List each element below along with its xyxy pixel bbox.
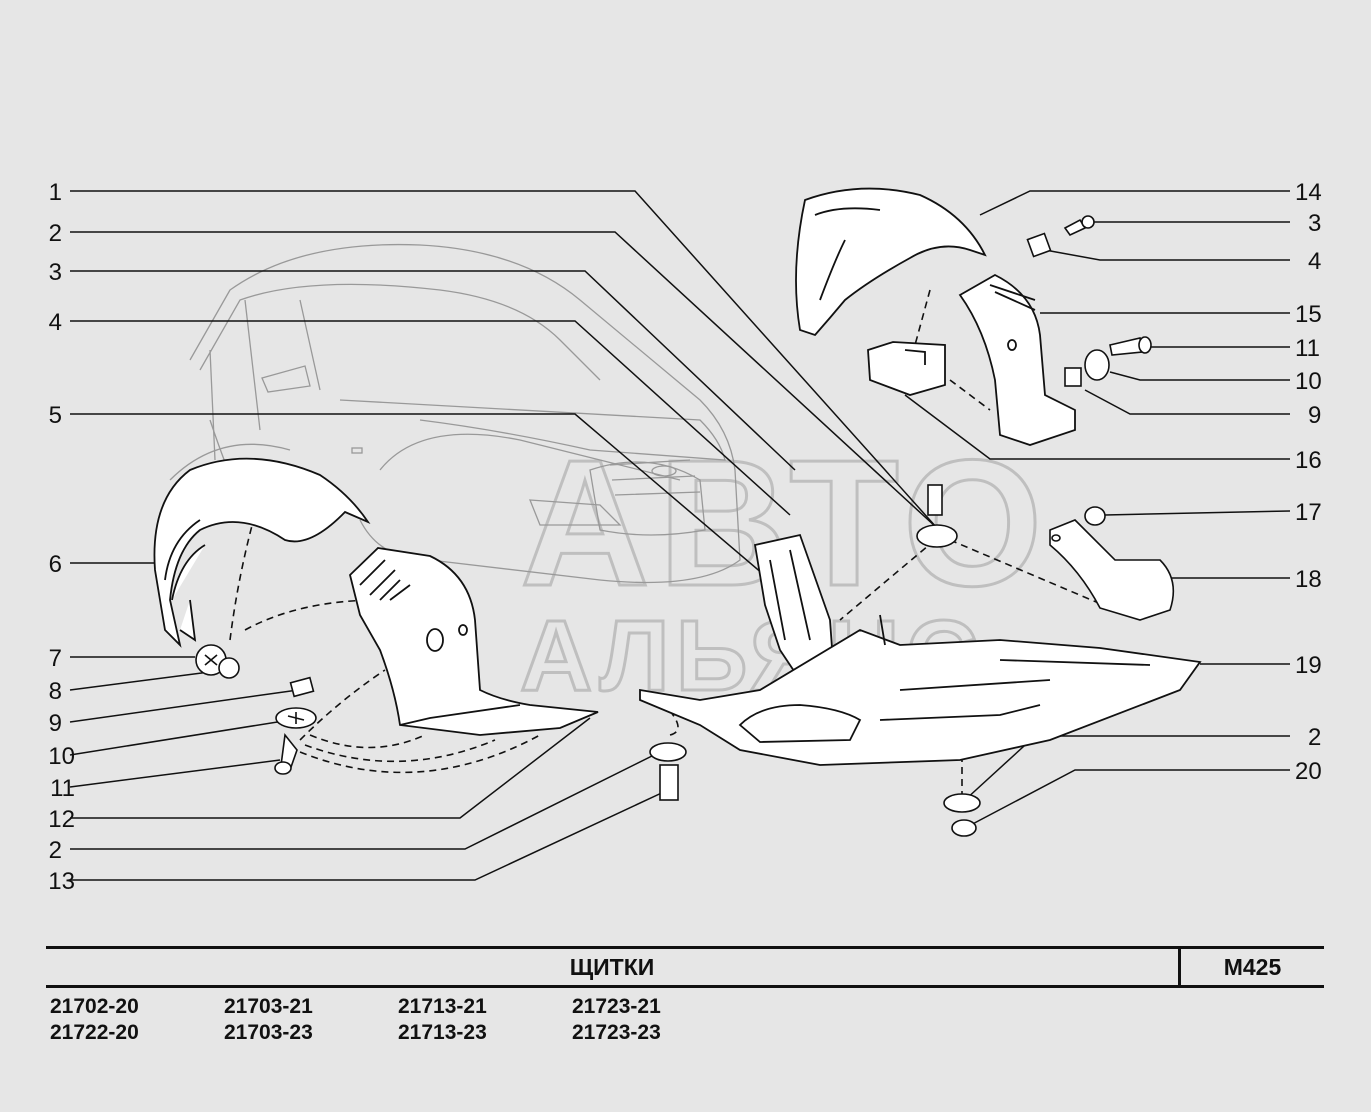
model-code: 21702-20 — [50, 995, 139, 1018]
callout-10: 10 — [48, 743, 75, 770]
callout-3b: 3 — [1308, 210, 1321, 237]
callout-15: 15 — [1295, 301, 1322, 328]
callout-14: 14 — [1295, 179, 1322, 206]
callout-9b: 9 — [1308, 402, 1321, 429]
title-block: ЩИТКИ М425 21702-20 21703-21 21713-21 21… — [46, 946, 1324, 1046]
model-list: 21702-20 21703-21 21713-21 21723-21 2172… — [46, 994, 746, 1046]
model-code: 21713-21 — [398, 995, 487, 1018]
callout-7: 7 — [49, 645, 62, 672]
callout-4: 4 — [49, 309, 62, 336]
part-2-washer-center — [649, 742, 687, 762]
model-code: 21713-23 — [398, 1021, 487, 1044]
part-8-nut — [218, 657, 240, 679]
model-code: 21703-21 — [224, 995, 313, 1018]
callout-4b: 4 — [1308, 248, 1321, 275]
callout-3: 3 — [49, 259, 62, 286]
model-code: 21723-23 — [572, 1021, 661, 1044]
callout-2c: 2 — [1308, 724, 1321, 751]
callout-9: 9 — [49, 710, 62, 737]
title-row: ЩИТКИ М425 — [46, 946, 1324, 988]
callout-20: 20 — [1295, 758, 1322, 785]
part-12-fender-liner — [349, 547, 599, 736]
part-17-nut — [1084, 506, 1106, 526]
callout-12: 12 — [48, 806, 75, 833]
car-outline — [169, 243, 741, 584]
part-13-bolt — [659, 764, 679, 801]
part-18-plate — [1049, 519, 1175, 621]
part-16-bracket — [867, 341, 946, 396]
callout-6: 6 — [49, 551, 62, 578]
callout-8: 8 — [49, 678, 62, 705]
part-9-clip — [289, 676, 315, 698]
part-6-arch-liner — [153, 457, 371, 648]
part-10-washer-right — [1084, 349, 1110, 381]
callouts-left: 1 2 3 4 5 6 7 8 9 10 11 12 2 13 — [48, 179, 75, 895]
part-2-washer-lower — [943, 793, 981, 813]
left-fasteners — [195, 644, 317, 775]
callout-18: 18 — [1295, 566, 1322, 593]
callout-19: 19 — [1295, 652, 1322, 679]
callout-11: 11 — [50, 775, 75, 802]
part-9-clip-right — [1064, 367, 1082, 387]
callout-5: 5 — [49, 402, 62, 429]
leader-lines — [69, 190, 1291, 881]
right-fasteners — [649, 215, 1175, 837]
callout-11b: 11 — [1295, 335, 1320, 362]
model-code: 21722-20 — [50, 1021, 139, 1044]
callout-1: 1 — [49, 179, 62, 206]
part-11-screw-right — [1109, 337, 1143, 356]
part-20-nut — [951, 819, 977, 837]
callout-2b: 2 — [49, 837, 62, 864]
part-2-washer — [916, 524, 958, 548]
callout-16: 16 — [1295, 447, 1322, 474]
part-14-rear-liner — [795, 187, 987, 337]
model-code: 21723-21 — [572, 995, 661, 1018]
callouts-right: 14 3 4 15 11 10 9 16 17 18 19 2 20 — [1295, 179, 1322, 785]
sheet-code: М425 — [1178, 949, 1324, 985]
part-1-bolt — [927, 484, 943, 516]
model-code: 21703-23 — [224, 1021, 313, 1044]
callout-17: 17 — [1295, 499, 1322, 526]
part-4-clip — [1026, 232, 1052, 258]
part-15-rear-fender — [958, 273, 1076, 446]
callout-13: 13 — [48, 868, 75, 895]
part-19-undertray — [639, 614, 1202, 766]
callout-10b: 10 — [1295, 368, 1322, 395]
page-title: ЩИТКИ — [569, 954, 655, 980]
callout-2: 2 — [49, 220, 62, 247]
